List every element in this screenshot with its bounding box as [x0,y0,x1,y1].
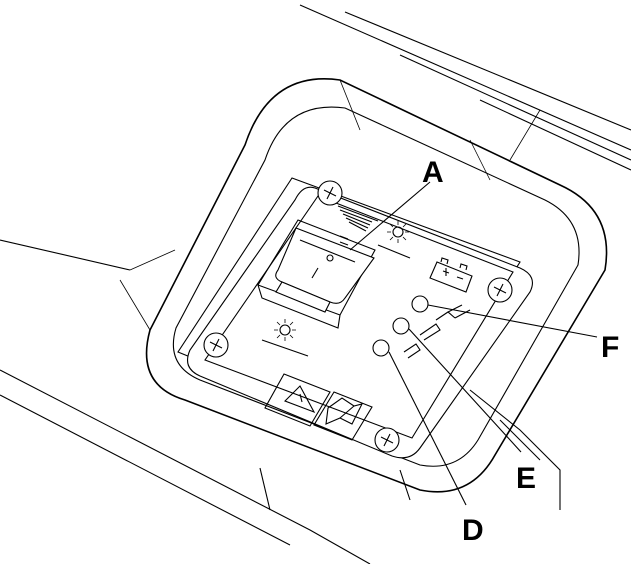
screw-top-left [317,180,343,206]
indicator-light-e [392,317,410,335]
rocker-switch-icon[interactable] [257,219,376,329]
console-housing [0,4,631,564]
light-symbol-underline-lower [261,339,309,357]
control-plate [187,186,533,459]
indicator-light-d [372,339,390,357]
warning-triangle-icon [264,373,331,427]
screw-left [203,332,229,358]
screw-right [487,277,513,303]
leader-lines [349,181,598,506]
charge-level-bars [403,304,471,359]
battery-icon [429,257,473,293]
callout-d: D [462,514,484,547]
indicator-light-f [411,295,429,313]
hatched-marker-icon [337,205,379,232]
callout-a: A [422,156,444,189]
light-symbol-underline [377,244,411,259]
sun-light-icon [387,221,409,243]
sun-light-icon-lower [274,319,296,341]
operator-manual-icon [313,391,373,441]
callout-e: E [516,462,536,495]
callout-f: F [601,331,619,364]
screw-bottom [374,427,400,453]
